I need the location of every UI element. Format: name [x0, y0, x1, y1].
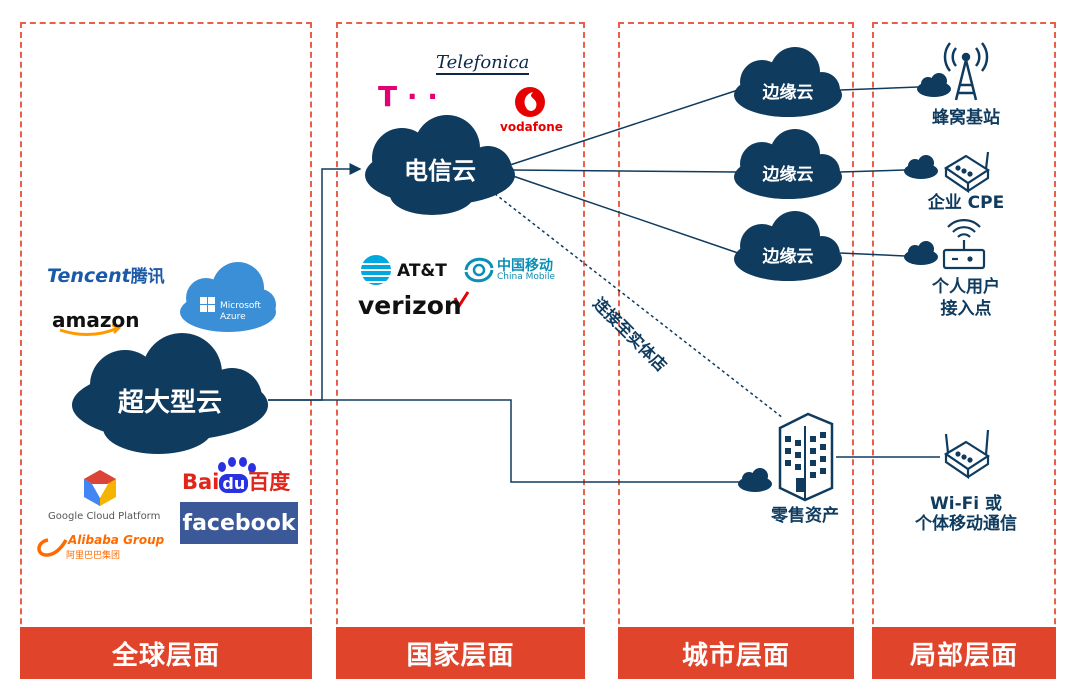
access-point-icon [942, 219, 986, 270]
verizon-check-icon [453, 291, 470, 310]
wifi-label-line2: 个体移动通信 [915, 514, 1017, 534]
edge-cloud-1-shape [734, 47, 842, 117]
local-column-frame [872, 22, 1056, 674]
enterprise-cpe-label: 企业 CPE [927, 193, 1005, 213]
hyperscale-cloud-shape [72, 333, 268, 454]
city-column-frame [618, 22, 854, 674]
alibaba-logo-cn: 阿里巴巴集团 [66, 551, 121, 561]
alibaba-mark-icon [37, 538, 68, 557]
edge-2-to-cpe-link [839, 169, 906, 173]
hyperscale-cloud-label: 超大型云 [117, 387, 222, 418]
tencent-logo-cn: 腾讯 [130, 267, 165, 287]
personal-access-label-line1: 个人用户 [932, 277, 1000, 297]
edge-cloud-3-label: 边缘云 [762, 246, 814, 267]
wifi-label-line1: Wi-Fi 或 [930, 494, 1002, 514]
national-column-frame [336, 22, 585, 674]
local-level-band: 局部层面 [872, 627, 1056, 679]
telecom-to-edge-3-link [509, 174, 739, 254]
hyperscale-to-telecom-link [268, 163, 362, 401]
small-cloud-retail [738, 468, 772, 492]
personal-access-label-line2: 接入点 [940, 299, 992, 319]
alibaba-logo-en: Alibaba Group [68, 533, 165, 547]
edge-1-to-cell-link [839, 86, 919, 91]
city-level-band: 城市层面 [618, 627, 854, 679]
small-cloud-cell [917, 73, 951, 97]
azure-logo-line1: Microsoft [220, 301, 261, 311]
cell-tower-icon [943, 42, 989, 101]
att-logo: AT&T [397, 261, 447, 281]
telecom-to-edge-1-link [509, 89, 739, 166]
global-column-frame [20, 22, 312, 674]
hyperscale-to-retail-link [268, 399, 742, 483]
telecom-to-edge-2-link [511, 169, 737, 173]
small-cloud-cpe [904, 155, 938, 179]
china-mobile-logo-en: China Mobile [497, 272, 556, 282]
cell-site-label: 蜂窝基站 [932, 108, 1000, 128]
edge-cloud-2-label: 边缘云 [762, 164, 814, 185]
baidu-logo-bai: Bai [182, 470, 220, 494]
tmobile-logo: T · · [378, 80, 438, 113]
att-globe-icon [361, 255, 391, 285]
edge-cloud-2-shape [734, 129, 842, 199]
national-level-band: 国家层面 [336, 627, 585, 679]
telefonica-logo: Telefonica [436, 52, 530, 75]
vodafone-icon [515, 87, 545, 117]
small-cloud-personal [904, 241, 938, 265]
azure-logo-line2: Azure [220, 312, 246, 322]
amazon-logo: amazon [52, 308, 140, 332]
router-icon-wifi [943, 429, 991, 480]
baidu-logo-cn: 百度 [248, 470, 291, 494]
baidu-logo-du: du [219, 474, 249, 493]
china-mobile-logo-cn: 中国移动 [497, 258, 553, 274]
vodafone-logo: vodafone [500, 120, 563, 134]
verizon-logo: verizon [358, 291, 462, 320]
tencent-logo-en: Tencent [47, 265, 131, 287]
global-level-band: 全球层面 [20, 627, 312, 679]
baidu-paw-icon [218, 457, 256, 473]
china-mobile-icon [464, 257, 494, 283]
edge-cloud-3-shape [734, 211, 842, 281]
google-cloud-logo: Google Cloud Platform [48, 511, 161, 522]
google-cloud-icon [84, 470, 116, 506]
tencent-logo: Tencent腾讯 [47, 262, 165, 287]
telecom-cloud-shape [365, 115, 515, 215]
telecom-to-retail-dashed-link [489, 189, 784, 419]
edge-cloud-1-label: 边缘云 [762, 82, 814, 103]
telecom-cloud-label: 电信云 [404, 156, 476, 185]
facebook-logo: facebook [180, 502, 298, 544]
retail-assets-label: 零售资产 [771, 506, 839, 526]
edge-3-to-personal-link [839, 252, 906, 257]
amazon-smile-icon [59, 326, 119, 336]
retail-building-icon [778, 412, 834, 502]
router-icon-cpe [943, 151, 991, 194]
azure-windows-icon [200, 297, 215, 312]
